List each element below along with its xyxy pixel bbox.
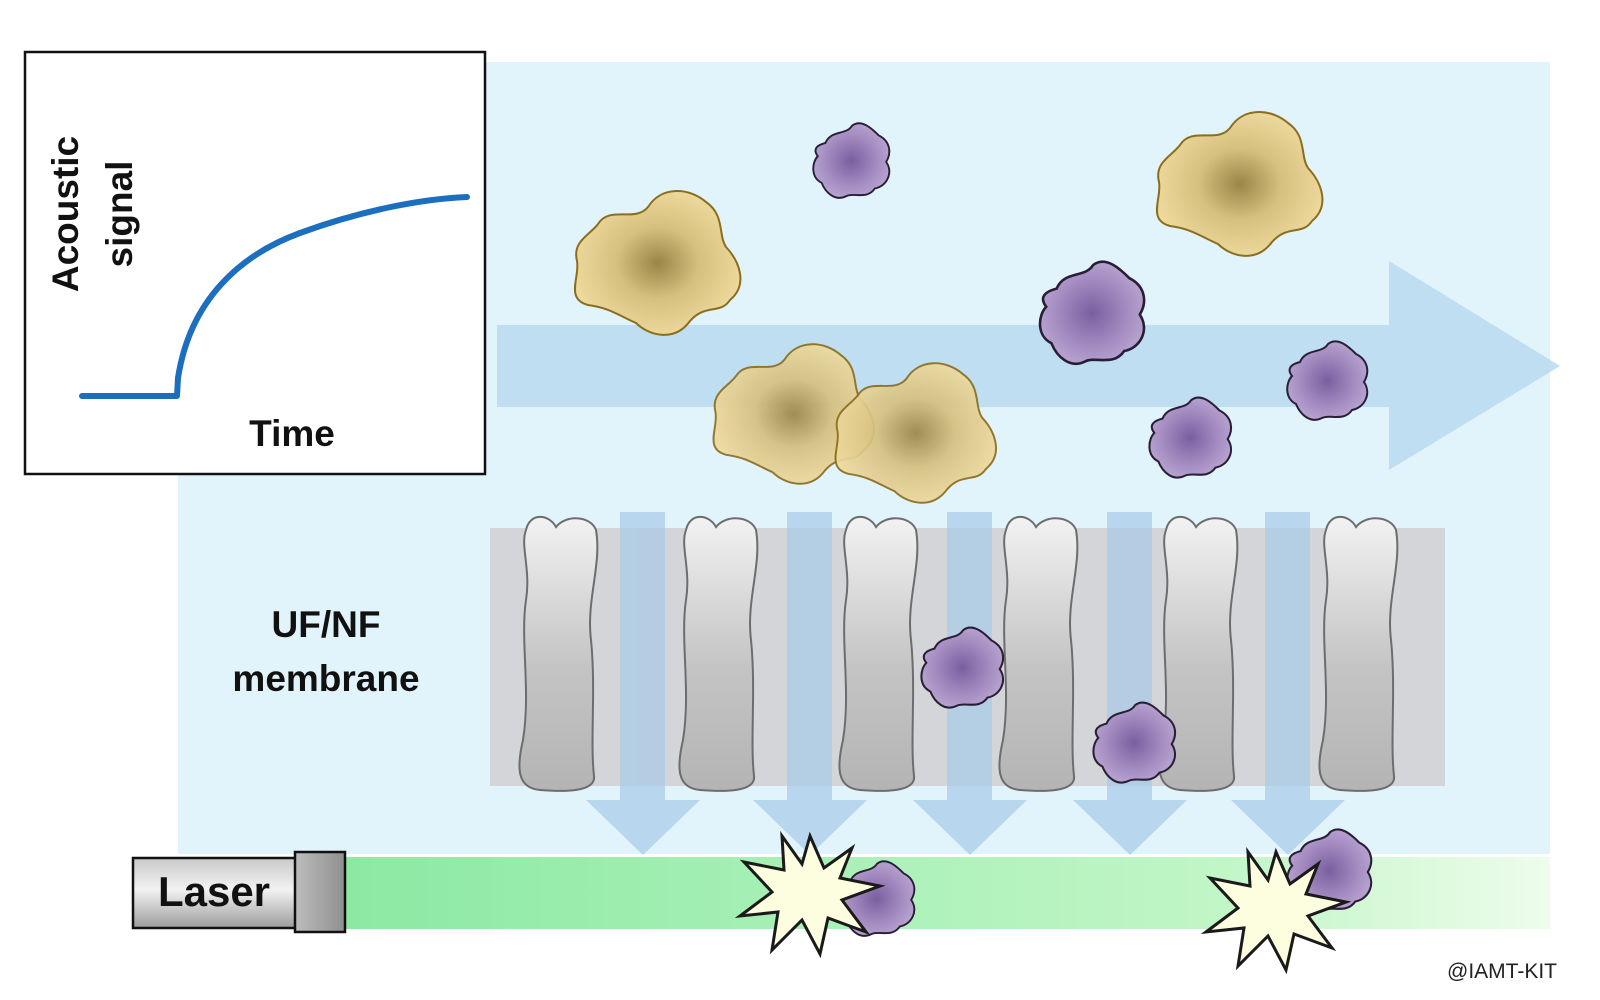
purple-molecule-particle-icon [812, 122, 891, 199]
laser-aperture-cap [293, 850, 347, 934]
inset-chart-frame [23, 50, 487, 476]
crossflow-arrow [497, 261, 1560, 470]
membrane-pore [1318, 515, 1399, 792]
membrane-pore [1158, 515, 1239, 792]
brown-aggregate-particle-icon [834, 362, 997, 504]
signal-curve [79, 194, 470, 399]
permeate-arrow [753, 512, 867, 855]
permeate-arrow [1073, 512, 1187, 855]
purple-molecule-particle-icon [1148, 396, 1233, 479]
inset-chart-ylabel-line2: signal [99, 161, 140, 268]
photoacoustic-burst-icon [1200, 846, 1352, 975]
inset-chart-xlabel: Time [249, 413, 335, 454]
brown-aggregate-particle-icon [573, 190, 742, 336]
membrane-label-line2: membrane [232, 658, 419, 699]
purple-molecule-particle-icon [1286, 340, 1369, 421]
permeate-arrow [586, 512, 700, 855]
membrane-pores [518, 515, 1399, 792]
purple-molecule-particle-icon [920, 626, 1005, 709]
membrane-pore [678, 515, 759, 792]
acoustic-signal-inset-chart: Acoustic signal Time [23, 50, 487, 476]
laser-device: Laser [131, 850, 347, 934]
brown-aggregate-particle-icon [1155, 111, 1324, 257]
permeate-arrow [1231, 512, 1345, 855]
membrane-label-line1: UF/NF [272, 604, 381, 645]
photoacoustic-bursts [734, 830, 1352, 975]
photoacoustic-burst-icon [734, 830, 886, 959]
copyright-label: @IAMT-KIT [1447, 960, 1557, 983]
purple-molecule-particle-icon [1092, 701, 1177, 784]
membrane-pore [998, 515, 1079, 792]
inset-chart-ylabel-line1: Acoustic [45, 136, 86, 292]
laser-label: Laser [158, 868, 270, 915]
membrane-pore [518, 515, 599, 792]
large-particles [573, 111, 1324, 504]
purple-molecule-particle-icon [1038, 260, 1146, 365]
membrane-pore [838, 515, 919, 792]
